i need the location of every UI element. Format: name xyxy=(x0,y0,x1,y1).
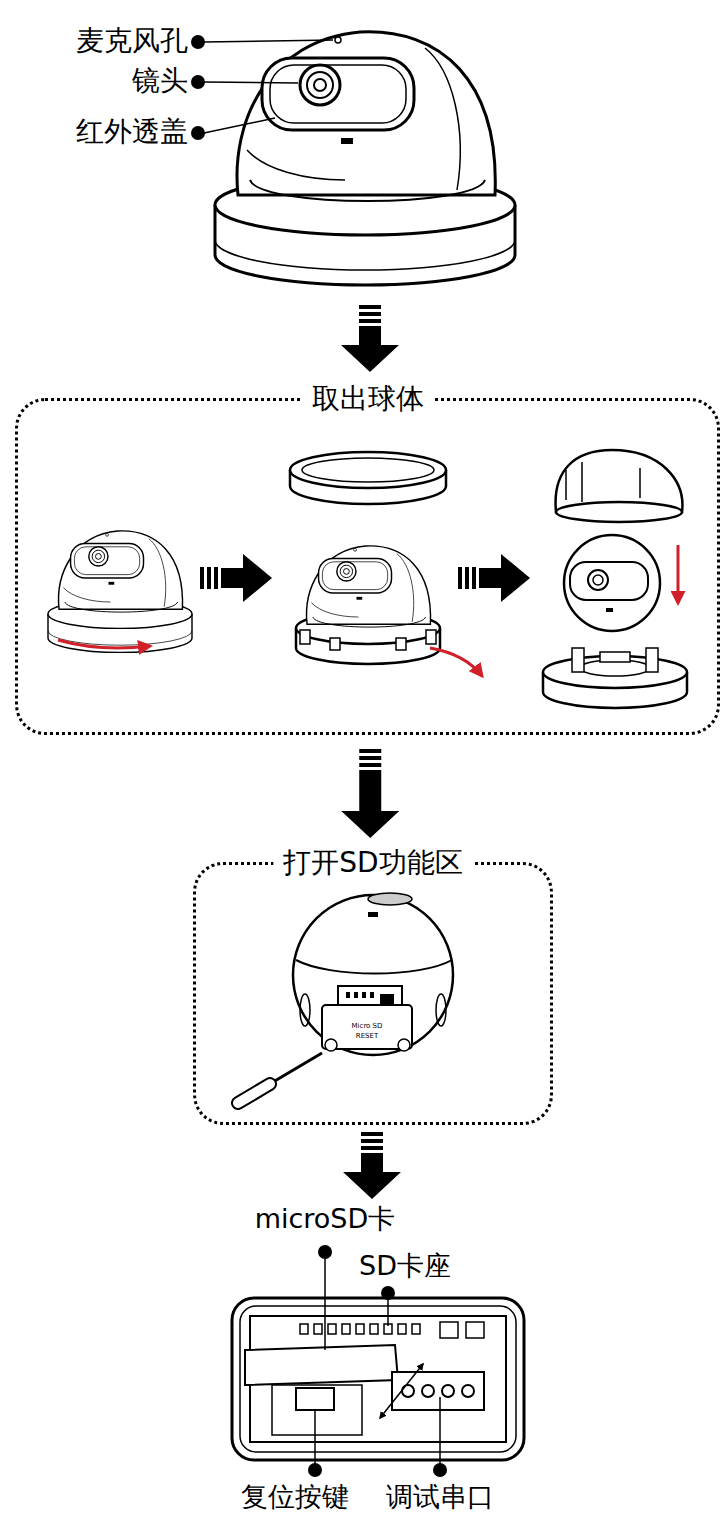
block-arrow xyxy=(341,749,399,838)
part-label: SD卡座 xyxy=(359,1250,451,1281)
part-label: 红外透盖 xyxy=(76,116,188,148)
part-label: microSD卡 xyxy=(255,1203,396,1234)
panel-marking: RESET xyxy=(356,1032,378,1040)
part-label: 麦克风孔 xyxy=(76,25,188,57)
part-label: 镜头 xyxy=(132,65,188,97)
part-label: 调试串口 xyxy=(386,1481,494,1512)
dotted-step-box: 取出球体 xyxy=(15,398,720,735)
step-title: 取出球体 xyxy=(302,382,434,416)
dotted-step-box: 打开SD功能区 xyxy=(193,862,553,1125)
part-label: 复位按键 xyxy=(241,1481,349,1512)
step-title: 打开SD功能区 xyxy=(273,846,472,880)
panel-marking: Micro SD xyxy=(352,1022,383,1030)
